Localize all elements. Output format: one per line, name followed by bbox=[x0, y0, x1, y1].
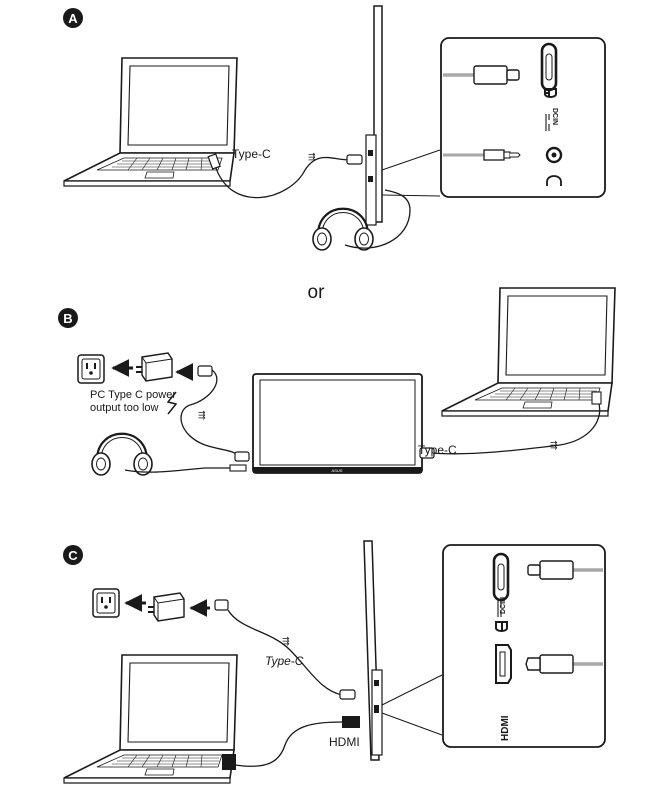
power-cable-b bbox=[180, 369, 239, 456]
badge-c bbox=[63, 545, 83, 565]
badge-c-label: C bbox=[68, 548, 78, 563]
usb-c-symbol-a: ⇶ bbox=[308, 152, 316, 162]
type-c-cable-b bbox=[431, 399, 601, 455]
panel-c: C Type-C ⇶ HDMI DCIN bbox=[63, 540, 606, 784]
audio-cable-b bbox=[124, 467, 230, 473]
warning-text-line2: output too low bbox=[90, 402, 159, 414]
dcin-label-a: DCIN bbox=[551, 108, 558, 125]
power-adapter-icon bbox=[135, 352, 173, 382]
usb-c-plug-icon-c bbox=[539, 560, 574, 580]
warning-text-line1: PC Type C power bbox=[90, 389, 176, 401]
headphones-icon-b bbox=[90, 432, 154, 477]
badge-b-label: B bbox=[63, 311, 72, 326]
callout-lines-a bbox=[381, 149, 441, 197]
hdmi-cable bbox=[234, 721, 343, 767]
displayport-icon-c bbox=[495, 621, 508, 632]
laptop-icon-b bbox=[441, 287, 616, 417]
usb-c-port-icon bbox=[540, 42, 558, 92]
headphone-symbol-icon bbox=[546, 175, 562, 186]
laptop-icon-c bbox=[63, 654, 238, 784]
or-separator: or bbox=[308, 282, 326, 303]
type-c-cable-a bbox=[214, 156, 351, 199]
dcin-label-c: DCIN bbox=[500, 597, 507, 614]
panel-a: A Type-C ⇶ bbox=[63, 5, 606, 252]
dc-symbol-c bbox=[497, 600, 502, 617]
type-c-label-c: Type-C bbox=[265, 654, 304, 668]
usb-c-symbol-b2: ⇶ bbox=[550, 440, 558, 450]
displayport-icon bbox=[544, 88, 557, 98]
hdmi-port-label: HDMI bbox=[500, 715, 511, 741]
dc-symbol-a bbox=[545, 114, 550, 131]
callout-lines-c bbox=[381, 674, 443, 736]
hdmi-connector-monitor bbox=[342, 716, 360, 728]
power-adapter-icon-c bbox=[147, 592, 185, 622]
usb-c-symbol-c: ⇶ bbox=[282, 636, 290, 646]
hdmi-plug-icon bbox=[539, 654, 574, 674]
type-c-label-a: Type-C bbox=[232, 147, 271, 161]
usb-c-symbol-b1: ⇶ bbox=[198, 410, 206, 420]
port-detail-box-c: DCIN HDMI bbox=[442, 544, 606, 748]
headphones-icon bbox=[311, 207, 375, 252]
usb-c-plug-icon bbox=[473, 65, 508, 85]
hdmi-port-icon bbox=[495, 644, 512, 684]
monitor-icon-c bbox=[363, 540, 383, 761]
svg-text:ASUS: ASUS bbox=[332, 468, 343, 473]
monitor-icon-b: ASUS bbox=[252, 373, 423, 474]
laptop-icon bbox=[63, 57, 238, 187]
type-c-label-b: Type-C bbox=[418, 443, 457, 457]
audio-plug-icon bbox=[483, 149, 521, 161]
lightning-icon bbox=[166, 391, 178, 415]
badge-b bbox=[58, 308, 78, 328]
type-c-cable-c bbox=[227, 609, 343, 696]
port-detail-box-a: DCIN bbox=[440, 37, 606, 198]
audio-cable-a bbox=[344, 189, 411, 249]
badge-a bbox=[63, 8, 83, 28]
panel-b: B PC Type C power output too low ⇶ ASUS … bbox=[58, 287, 616, 477]
hdmi-label-c: HDMI bbox=[329, 735, 360, 749]
badge-a-label: A bbox=[68, 11, 78, 26]
hdmi-connector-laptop bbox=[222, 754, 236, 770]
usb-c-port-icon-c bbox=[492, 552, 510, 602]
type-c-connector-monitor bbox=[346, 154, 363, 165]
wall-outlet-icon bbox=[77, 354, 105, 384]
type-c-connector-laptop bbox=[207, 153, 221, 170]
monitor-icon bbox=[365, 5, 383, 226]
wall-outlet-icon-c bbox=[92, 588, 120, 618]
